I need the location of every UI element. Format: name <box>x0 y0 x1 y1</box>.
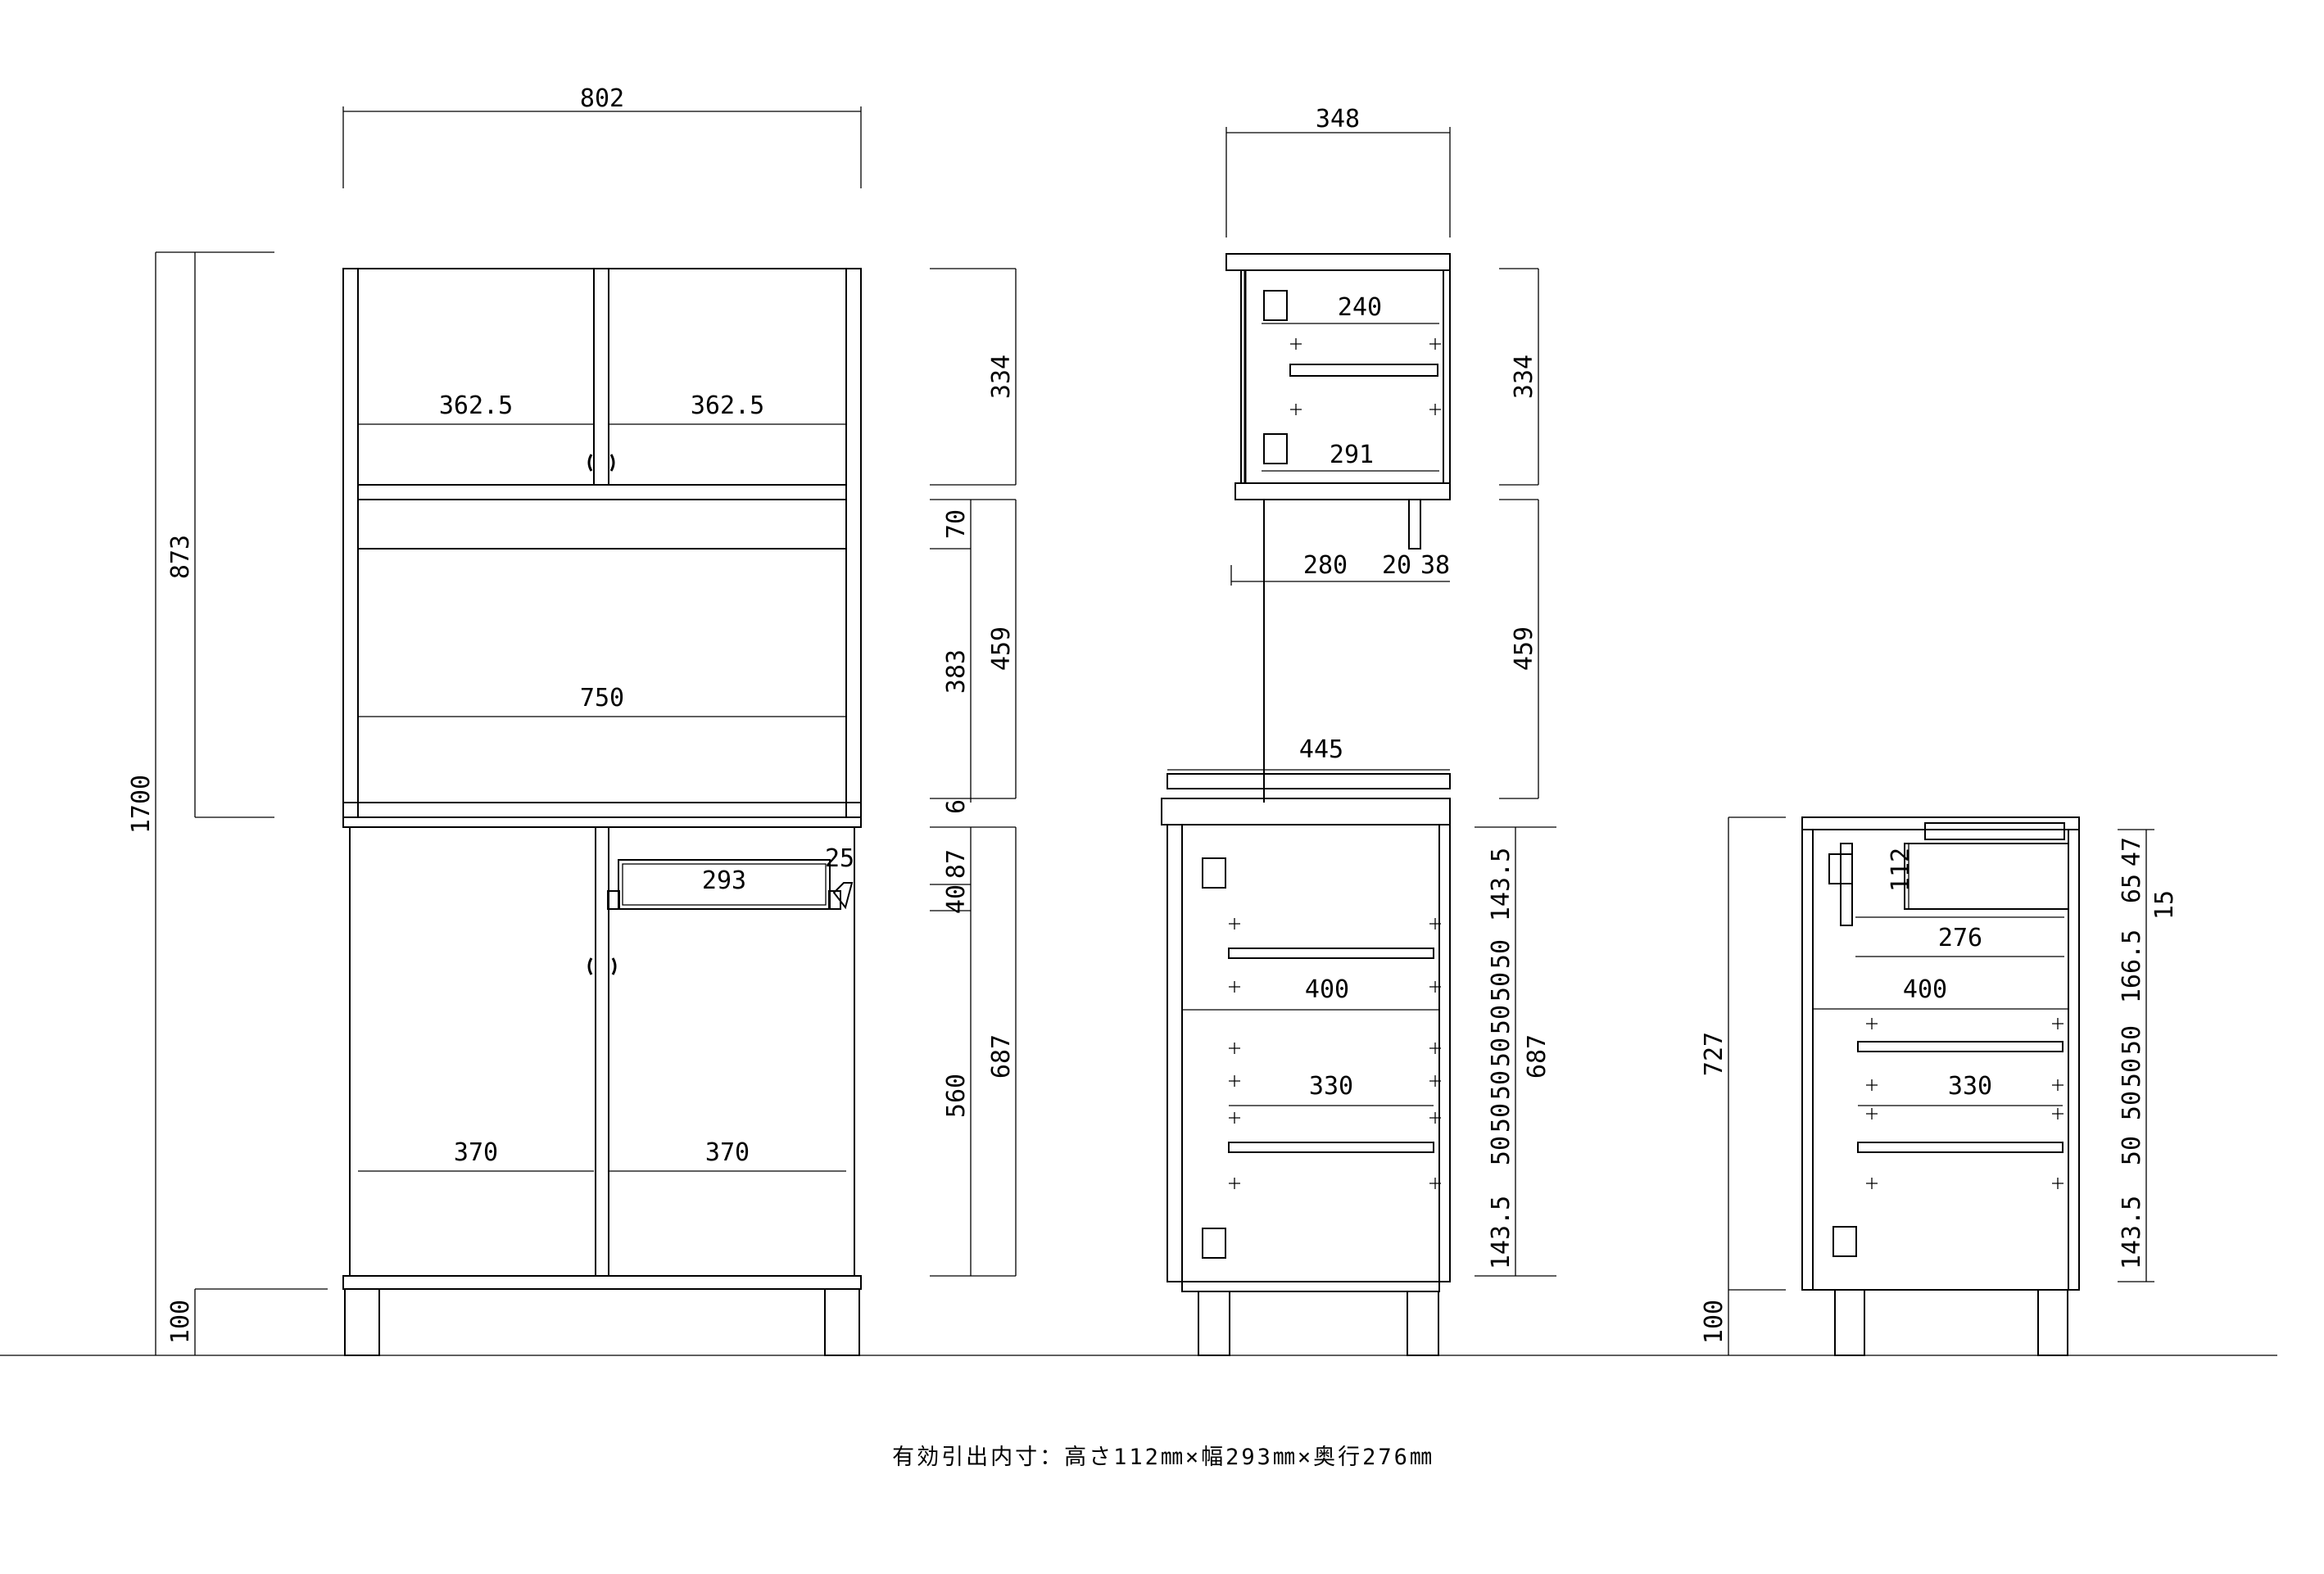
dim-side-459: 459 <box>1510 626 1538 671</box>
dim-counter-330: 330 <box>1948 1072 1992 1101</box>
dim-counter-50-b: 50 <box>2118 1058 2146 1088</box>
dim-inner-400: 400 <box>1305 975 1349 1004</box>
dim-counter-276: 276 <box>1938 924 1982 952</box>
dim-side-687: 687 <box>1523 1034 1552 1079</box>
hinge-icon <box>1202 1228 1226 1259</box>
dim-counter-15: 15 <box>2150 890 2179 920</box>
dim-upper-334: 334 <box>987 355 1016 399</box>
dim-6: 6 <box>942 799 971 814</box>
dim-side-pitch-1: 50 <box>1487 939 1515 969</box>
dim-counter-400: 400 <box>1903 975 1947 1004</box>
dim-87: 87 <box>942 849 971 879</box>
dim-counter-47: 47 <box>2118 837 2146 866</box>
hinge-icon <box>1828 853 1853 884</box>
dim-counter-166-5: 166.5 <box>2118 929 2146 1003</box>
dim-depth-lower: 445 <box>1299 735 1343 764</box>
dim-width-overall: 802 <box>580 84 624 113</box>
hinge-icon <box>1263 290 1288 321</box>
counter-view: 112 276 400 330 727 100 47 65 15 166.5 5… <box>1700 816 2179 1356</box>
dim-560: 560 <box>942 1074 971 1118</box>
dim-depth-280: 280 <box>1303 551 1348 580</box>
dim-counter-leg: 100 <box>1700 1300 1728 1344</box>
knob-icon <box>587 454 615 472</box>
dim-leg-height: 100 <box>166 1300 195 1344</box>
front-view: 802 362.5 362.5 750 293 25 370 370 1700 … <box>127 84 1017 1356</box>
dim-height-total: 1700 <box>127 775 156 834</box>
dim-side-pitch-7: 50 <box>1487 1136 1515 1165</box>
hinge-icon <box>1202 857 1226 889</box>
dim-side-pitch-3: 50 <box>1487 1005 1515 1034</box>
dim-side-pitch-bottom: 143.5 <box>1487 1196 1515 1269</box>
dim-lower-door-left: 370 <box>454 1138 498 1167</box>
hinge-icon <box>1832 1226 1857 1257</box>
dim-side-depth-upper: 348 <box>1316 105 1360 133</box>
dim-side-pitch-6: 50 <box>1487 1103 1515 1133</box>
dim-post-38: 38 <box>1420 551 1450 580</box>
dim-counter-65: 65 <box>2118 874 2146 903</box>
dim-counter-143-5: 143.5 <box>2118 1196 2146 1269</box>
dim-70: 70 <box>942 509 971 539</box>
dim-side-pitch-5: 50 <box>1487 1070 1515 1100</box>
dim-gap-20: 20 <box>1382 551 1411 580</box>
dim-459-front: 459 <box>987 626 1016 671</box>
dim-upper-door-left: 362.5 <box>439 391 513 420</box>
dim-drawer-side: 25 <box>825 844 854 873</box>
hinge-icon <box>1263 433 1288 464</box>
dim-inner-291: 291 <box>1330 441 1374 469</box>
dim-687-front: 687 <box>987 1034 1016 1079</box>
dim-counter-727: 727 <box>1700 1032 1728 1076</box>
dim-side-pitch-4: 50 <box>1487 1038 1515 1067</box>
dim-lower-door-right: 370 <box>705 1138 750 1167</box>
dim-upper-unit-height: 873 <box>166 535 195 579</box>
dim-side-334: 334 <box>1510 355 1538 399</box>
dim-drawer-width: 293 <box>702 866 746 895</box>
dim-shelf-width: 750 <box>580 684 624 712</box>
knob-icon <box>587 957 617 975</box>
dim-side-pitch-2: 50 <box>1487 972 1515 1002</box>
dim-383: 383 <box>942 649 971 694</box>
dim-counter-50-c: 50 <box>2118 1091 2146 1120</box>
dim-counter-50-d: 50 <box>2118 1136 2146 1165</box>
dim-40: 40 <box>942 884 971 914</box>
drawer-inner-size-note: 有効引出内寸：高さ112㎜×幅293㎜×奥行276㎜ <box>892 1445 1434 1470</box>
dim-side-pitch-top: 143.5 <box>1487 848 1515 921</box>
dim-inner-330: 330 <box>1309 1072 1353 1101</box>
dim-counter-50-a: 50 <box>2118 1025 2146 1055</box>
side-view: 348 240 291 280 20 38 445 <box>1161 105 1556 1356</box>
dim-counter-112: 112 <box>1887 848 1915 892</box>
dim-upper-door-right: 362.5 <box>691 391 764 420</box>
dim-inner-240: 240 <box>1338 293 1382 322</box>
